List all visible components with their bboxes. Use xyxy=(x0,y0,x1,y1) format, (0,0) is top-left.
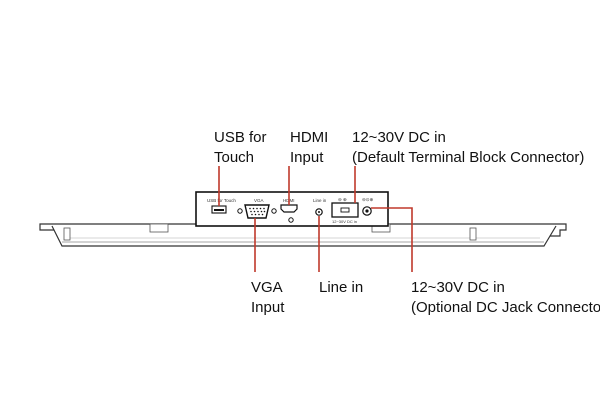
callout-hdmi-input: HDMI Input xyxy=(290,128,328,168)
vga-screw-right xyxy=(271,208,277,214)
vga-pins xyxy=(249,207,266,216)
hdmi-screw xyxy=(288,217,294,223)
dc-jack-core xyxy=(365,209,369,213)
callout-line-in: Line in xyxy=(319,278,363,298)
callout-vga-input: VGA Input xyxy=(251,278,284,318)
vga-port xyxy=(244,204,270,219)
callout-line: 12~30V DC in xyxy=(411,279,505,296)
leader-dc-jack xyxy=(371,207,413,272)
panel-label-vga: VGA xyxy=(254,198,264,203)
housing-tab-right xyxy=(469,227,477,241)
callout-line: (Optional DC Jack Connector) xyxy=(411,299,600,316)
panel-label-dc: 12~30V DC in xyxy=(332,219,357,224)
panel-label-usb: USB for Touch xyxy=(207,198,236,203)
panel-glyph-dc-jack-polarity: ⊖⊙⊕ xyxy=(362,197,374,202)
callout-line: Input xyxy=(251,299,285,316)
callout-line: 12~30V DC in xyxy=(352,129,446,146)
callout-line: USB for xyxy=(214,129,267,146)
callout-dc-terminal-block: 12~30V DC in (Default Terminal Block Conn… xyxy=(352,128,584,168)
callout-line: VGA xyxy=(251,279,283,296)
usb-port-tongue xyxy=(214,209,224,211)
callout-line: Touch xyxy=(214,149,255,166)
callout-dc-jack: 12~30V DC in (Optional DC Jack Connector) xyxy=(411,278,600,318)
callout-line: (Default Terminal Block Connector) xyxy=(352,149,585,166)
callout-line: HDMI xyxy=(290,129,329,146)
hdmi-port xyxy=(280,204,298,213)
callout-line: Line in xyxy=(319,279,364,296)
line-in-jack-core xyxy=(318,211,320,213)
monitor-bezel-edge xyxy=(51,225,557,247)
panel-glyph-dc-polarity: ⊖ ⊕ xyxy=(338,197,347,202)
housing-tab-left xyxy=(63,227,71,241)
dc-terminal-slot xyxy=(340,207,350,213)
leader-lines xyxy=(218,166,413,272)
vga-screw-left xyxy=(237,208,243,214)
callout-line: Input xyxy=(290,149,324,166)
housing-bracket-left xyxy=(149,223,169,233)
panel-label-line: Line in xyxy=(313,198,327,203)
